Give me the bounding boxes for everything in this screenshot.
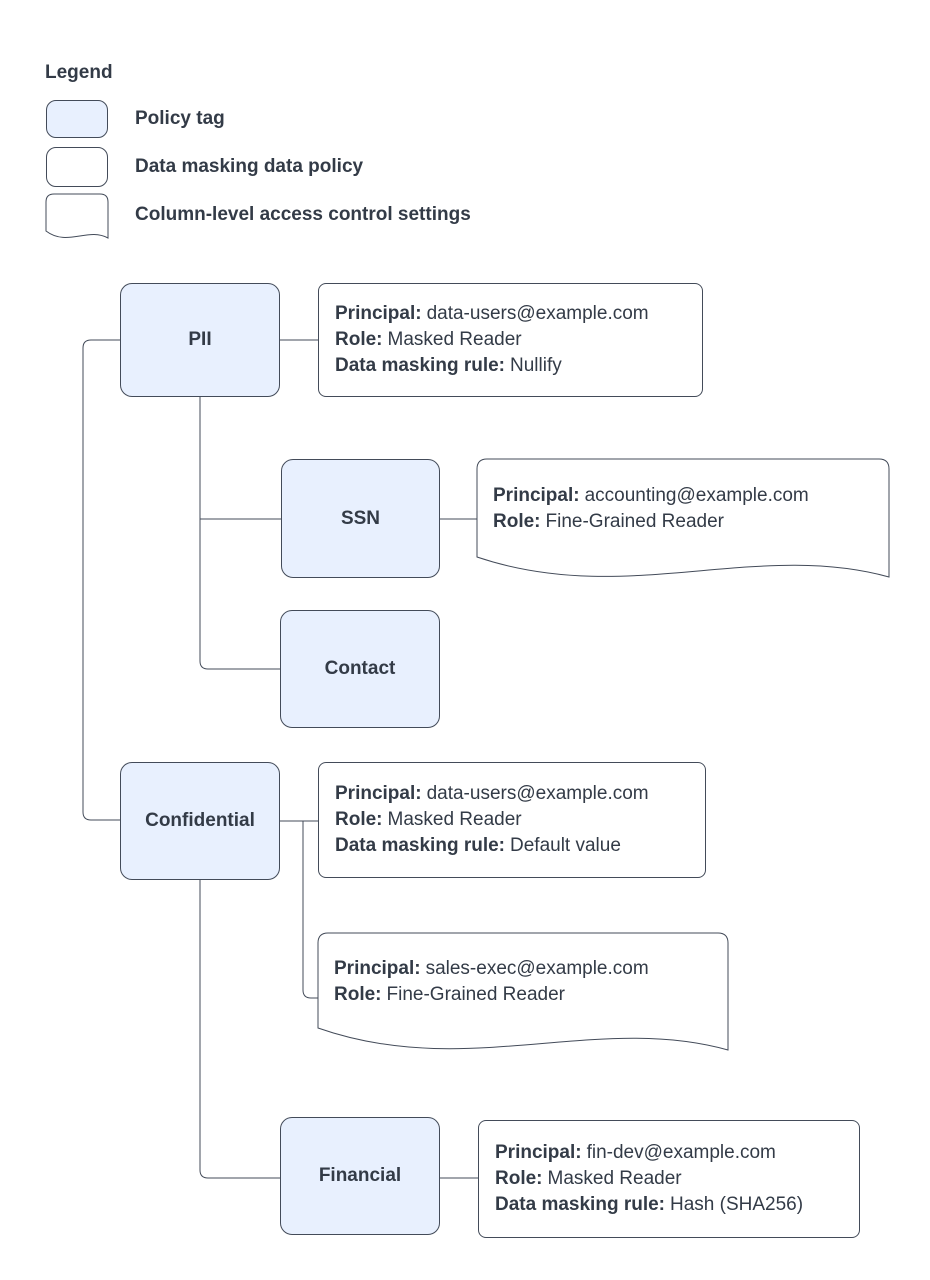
connector-pii-to-contact — [199, 397, 280, 670]
tag-label: SSN — [340, 507, 381, 529]
policy-line: Role:Fine-Grained Reader — [334, 984, 565, 1005]
policy-pii-masking: Principal:data-users@example.com Role:Ma… — [318, 283, 703, 397]
ssn-access-doc-shape — [476, 458, 890, 578]
legend-item-label: Data masking data policy — [135, 156, 364, 177]
policy-financial-masking: Principal:fin-dev@example.com Role:Maske… — [478, 1120, 860, 1238]
connector-confidential-to-access-doc — [302, 821, 318, 999]
policy-line: Role:Fine-Grained Reader — [493, 511, 724, 532]
policy-line: Role:Masked Reader — [335, 809, 522, 830]
confidential-access-doc-shape — [317, 932, 729, 1051]
policy-line: Principal:data-users@example.com — [335, 303, 649, 324]
policy-line: Role:Masked Reader — [495, 1168, 682, 1189]
tag-pii: PII — [120, 283, 280, 397]
legend-item-label: Policy tag — [135, 108, 225, 129]
tag-label: PII — [188, 329, 212, 350]
legend-item-label: Column-level access control settings — [135, 204, 471, 225]
tag-label: Contact — [324, 658, 396, 679]
connector-pii-to-confidential — [82, 339, 120, 821]
connector-lines — [82, 339, 478, 1179]
tag-label: Confidential — [145, 810, 255, 831]
policy-line: Principal:sales-exec@example.com — [334, 958, 649, 979]
policy-line: Principal:fin-dev@example.com — [495, 1142, 776, 1163]
policy-line: Role:Masked Reader — [335, 329, 522, 350]
policy-confidential-masking: Principal:data-users@example.com Role:Ma… — [318, 762, 706, 878]
legend-title: Legend — [45, 62, 113, 83]
policy-tag-swatch — [46, 100, 108, 138]
data-policy-swatch — [46, 147, 108, 187]
policy-ssn-access: Principal:accounting@example.com Role:Fi… — [493, 459, 883, 559]
policy-line: Principal:data-users@example.com — [335, 783, 649, 804]
policy-line: Data masking rule:Hash (SHA256) — [495, 1194, 804, 1215]
tag-financial: Financial — [280, 1117, 440, 1235]
tag-label: Financial — [318, 1165, 402, 1186]
tag-contact: Contact — [280, 610, 440, 728]
tag-ssn: SSN — [281, 459, 440, 578]
policy-line: Principal:accounting@example.com — [493, 485, 809, 506]
policy-line: Data masking rule:Default value — [335, 835, 621, 856]
connector-confidential-to-financial — [199, 880, 280, 1179]
policy-confidential-access: Principal:sales-exec@example.com Role:Fi… — [334, 933, 714, 1031]
tag-confidential: Confidential — [120, 762, 280, 880]
column-access-swatch — [45, 193, 109, 239]
policy-line: Data masking rule:Nullify — [335, 355, 562, 376]
